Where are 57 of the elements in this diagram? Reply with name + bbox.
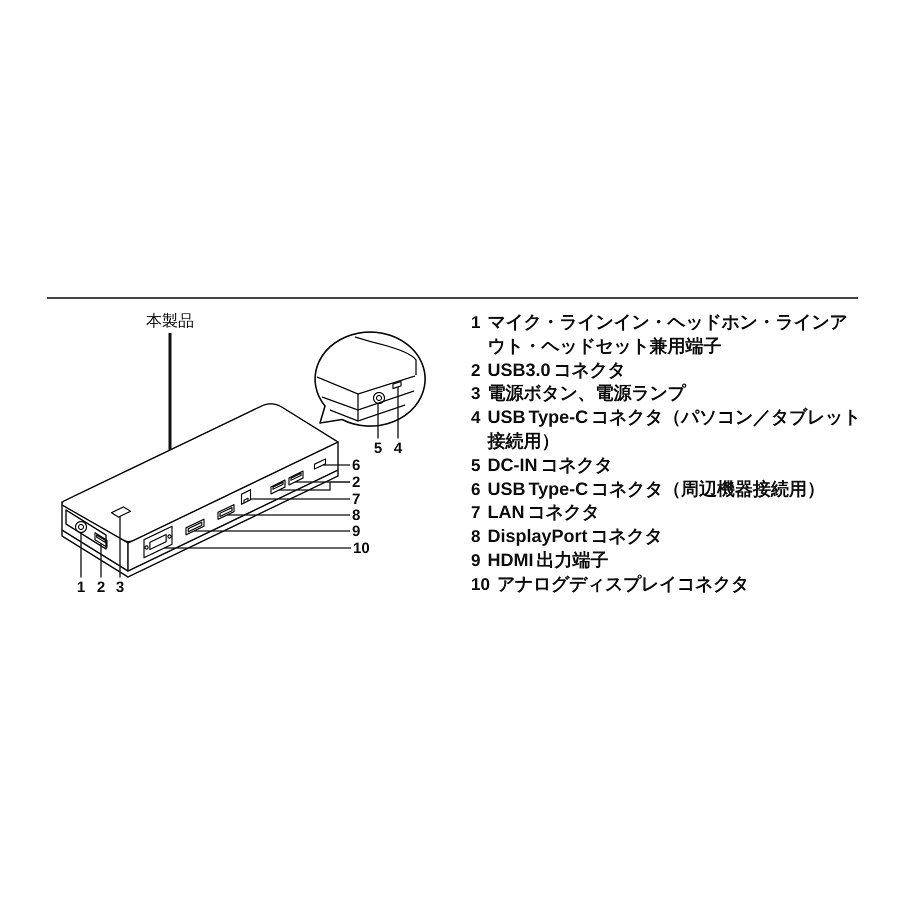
part-description: DisplayPort コネクタ bbox=[487, 525, 662, 548]
callout-number: 2 bbox=[352, 474, 360, 490]
list-number: 6 bbox=[471, 478, 480, 501]
part-description: USB Type-C コネクタ（周辺機器接続用） bbox=[487, 478, 826, 501]
callout-number: 9 bbox=[352, 524, 360, 538]
audio-jack bbox=[74, 520, 88, 534]
usb-c-port bbox=[392, 380, 402, 390]
callout-number: 4 bbox=[394, 440, 402, 456]
part-description: USB Type-C コネクタ（パソコン／タブレット接続用） bbox=[487, 406, 862, 453]
part-description: USB3.0 コネクタ bbox=[487, 358, 626, 382]
callout-number: 10 bbox=[353, 540, 370, 556]
list-number: 8 bbox=[471, 526, 480, 548]
list-number: 3 bbox=[471, 383, 480, 406]
device-drawing bbox=[61, 403, 339, 578]
list-number: 1 bbox=[471, 312, 480, 334]
power-button bbox=[110, 506, 132, 518]
hdmi-port bbox=[185, 518, 205, 536]
callout-number: 2 bbox=[96, 580, 106, 594]
usb-port bbox=[288, 470, 304, 486]
leader-line bbox=[322, 464, 350, 466]
part-description: 電源ボタン、電源ランプ bbox=[487, 382, 686, 406]
callout-number: 7 bbox=[352, 492, 360, 506]
displayport-port bbox=[217, 504, 235, 520]
part-description: アナログディスプレイコネクタ bbox=[496, 572, 749, 596]
list-number: 5 bbox=[471, 454, 480, 477]
list-number: 9 bbox=[471, 550, 480, 572]
leader-line bbox=[119, 516, 121, 578]
callout-number: 8 bbox=[352, 508, 360, 522]
part-description: HDMI 出力端子 bbox=[487, 548, 608, 572]
usb-port bbox=[94, 532, 108, 548]
leader-line bbox=[250, 498, 350, 500]
callout-number: 6 bbox=[352, 458, 360, 472]
list-number: 10 bbox=[471, 574, 490, 596]
dc-in-jack bbox=[372, 392, 386, 404]
leader-line bbox=[227, 514, 350, 516]
usb-port bbox=[270, 480, 286, 494]
leader-line bbox=[168, 333, 172, 450]
leader-line bbox=[164, 547, 351, 549]
leader-line bbox=[194, 530, 350, 532]
leader-line bbox=[279, 481, 350, 491]
usb-c-port bbox=[314, 458, 326, 470]
leader-line bbox=[397, 386, 399, 438]
leader-line bbox=[377, 403, 379, 438]
leader-line bbox=[80, 532, 82, 578]
leader-line bbox=[100, 544, 102, 578]
part-description: マイク・ラインイン・ヘッドホン・ラインアウト・ヘッドセット兼用端子 bbox=[487, 311, 848, 358]
part-description: LAN コネクタ bbox=[487, 501, 600, 524]
callout-number: 5 bbox=[374, 440, 382, 456]
part-description: DC-IN コネクタ bbox=[487, 454, 612, 477]
list-number: 4 bbox=[471, 407, 480, 430]
list-number: 2 bbox=[471, 360, 480, 382]
callout-number: 3 bbox=[116, 580, 124, 594]
lan-port bbox=[240, 489, 252, 505]
list-number: 7 bbox=[471, 502, 480, 524]
callout-label: 本製品 bbox=[146, 313, 194, 331]
callout-number: 1 bbox=[76, 580, 86, 594]
vga-port bbox=[143, 526, 173, 558]
